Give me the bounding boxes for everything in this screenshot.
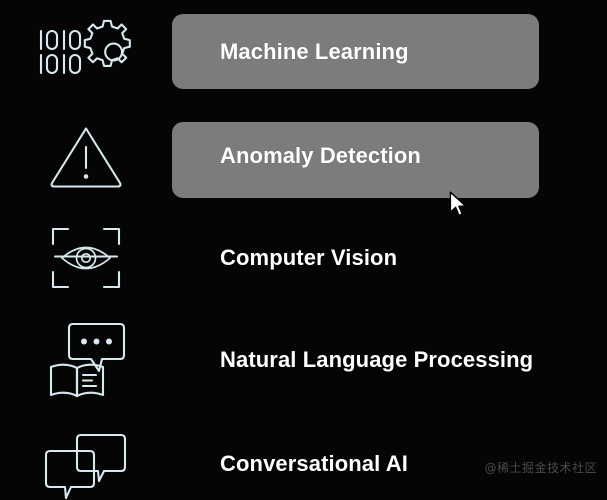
list-item-label: Natural Language Processing [220,346,534,372]
highlight-pill[interactable] [172,14,539,89]
list-item-label: Computer Vision [220,244,398,270]
list-item-label: Conversational AI [220,450,408,476]
label-cell: Natural Language Processing [172,308,607,411]
highlight-pill[interactable] [172,122,539,198]
list-item[interactable]: Anomaly Detection [0,104,607,207]
watermark: @稀土掘金技术社区 [484,461,597,475]
speech-bubble-book-icon [0,308,172,411]
list-item[interactable]: Conversational AI [0,412,607,500]
chat-bubbles-icon [0,412,172,500]
list-item-label: Machine Learning [220,38,409,64]
binary-gear-icon [0,0,172,103]
warning-triangle-icon [0,104,172,207]
label-cell: Computer Vision [172,206,607,309]
list-item[interactable]: Machine Learning [0,0,607,103]
label-cell: Machine Learning [172,0,607,103]
list-item[interactable]: Natural Language Processing [0,308,607,411]
list-item-label: Anomaly Detection [220,142,421,168]
list-item[interactable]: Computer Vision [0,206,607,309]
label-cell: Anomaly Detection [172,104,607,207]
eye-scan-icon [0,206,172,309]
label-cell: Conversational AI [172,412,607,500]
